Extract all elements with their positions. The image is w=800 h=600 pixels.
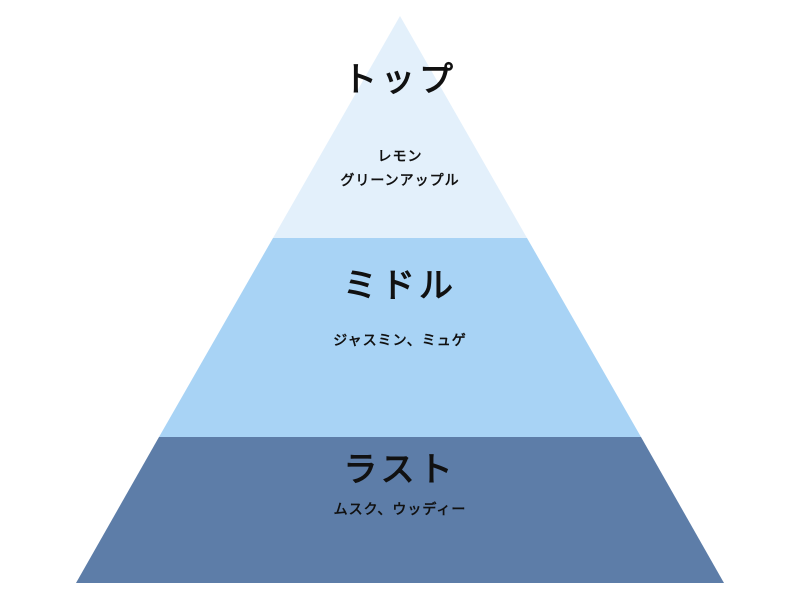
tier-middle-notes: ジャスミン、ミュゲ — [0, 329, 800, 353]
tier-top-title: トップ — [343, 60, 457, 100]
tier-top-note-1: レモン — [377, 149, 423, 165]
tier-top-notes: レモン グリーンアップル — [0, 145, 800, 193]
pyramid-tier-top — [273, 16, 527, 238]
tier-middle-title: ミドル — [343, 266, 457, 306]
tier-last-note-1: ムスク、ウッディー — [333, 502, 467, 518]
tier-middle-note-1: ジャスミン、ミュゲ — [333, 333, 467, 349]
pyramid-tier-middle — [159, 238, 641, 437]
tier-last-notes: ムスク、ウッディー — [0, 498, 800, 522]
tier-last-title: ラスト — [343, 450, 457, 490]
pyramid-tier-last — [76, 437, 724, 583]
tier-top-note-2: グリーンアップル — [340, 173, 460, 189]
